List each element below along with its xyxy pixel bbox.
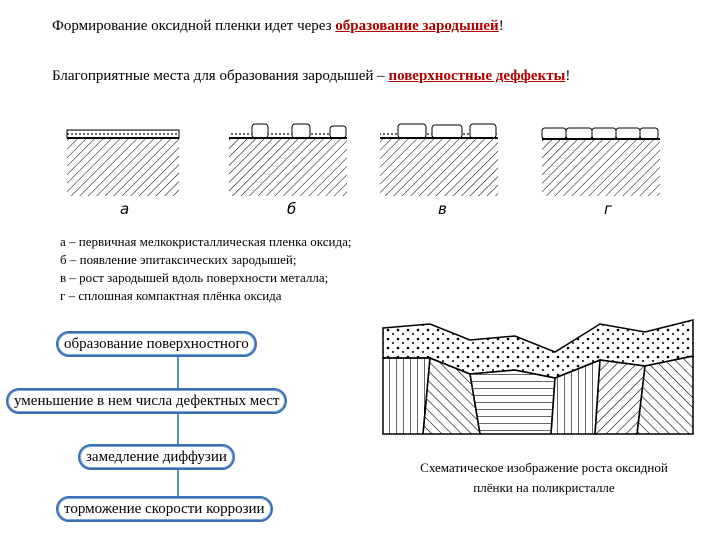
polycrystal-diagram (382, 319, 694, 435)
stage-v-diagram (380, 123, 498, 196)
intro-line-1-highlight: образование зародышей (335, 18, 499, 34)
intro-line-2-suffix: ! (565, 68, 571, 84)
stage-label-v: в (438, 200, 447, 218)
flow-step-4: торможение скорости коррозии (56, 496, 273, 522)
intro-line-2-prefix: Благоприятные места для образования заро… (52, 68, 389, 84)
stage-label-b: б (287, 200, 297, 218)
flow-step-3: замедление диффузии (78, 444, 235, 470)
stage-g-diagram (541, 127, 660, 196)
intro-line-2: Благоприятные места для образования заро… (52, 68, 570, 85)
legend-item-a: а – первичная мелкокристаллическая пленк… (60, 234, 352, 249)
flow-arrow-3 (177, 466, 179, 496)
legend-item-v: в – рост зародышей вдоль поверхности мет… (60, 270, 329, 285)
flow-arrow-2 (177, 412, 179, 444)
legend-item-g: г – сплошная компактная плёнка оксида (60, 288, 282, 303)
stage-label-a: а (120, 200, 130, 218)
flow-step-2: уменьшение в нем числа дефектных мест (6, 388, 288, 414)
figure-legend: а – первичная мелкокристаллическая пленк… (60, 233, 351, 305)
flow-arrow-1 (177, 354, 179, 390)
legend-item-b: б – появление эпитаксических зародышей; (60, 252, 297, 267)
flow-step-1: образование поверхностного (56, 331, 257, 357)
intro-line-1: Формирование оксидной пленки идет через … (52, 18, 504, 35)
oxide-stages-figure (66, 123, 660, 196)
intro-line-1-suffix: ! (498, 18, 504, 34)
stage-b-diagram (229, 123, 347, 196)
stage-label-g: г (604, 200, 612, 218)
polycrystal-caption: Схематическое изображение роста оксидной… (420, 460, 668, 495)
intro-line-2-highlight: поверхностные деффекты (388, 68, 566, 84)
intro-line-1-prefix: Формирование оксидной пленки идет через (52, 18, 336, 34)
stage-a-diagram (66, 129, 180, 196)
